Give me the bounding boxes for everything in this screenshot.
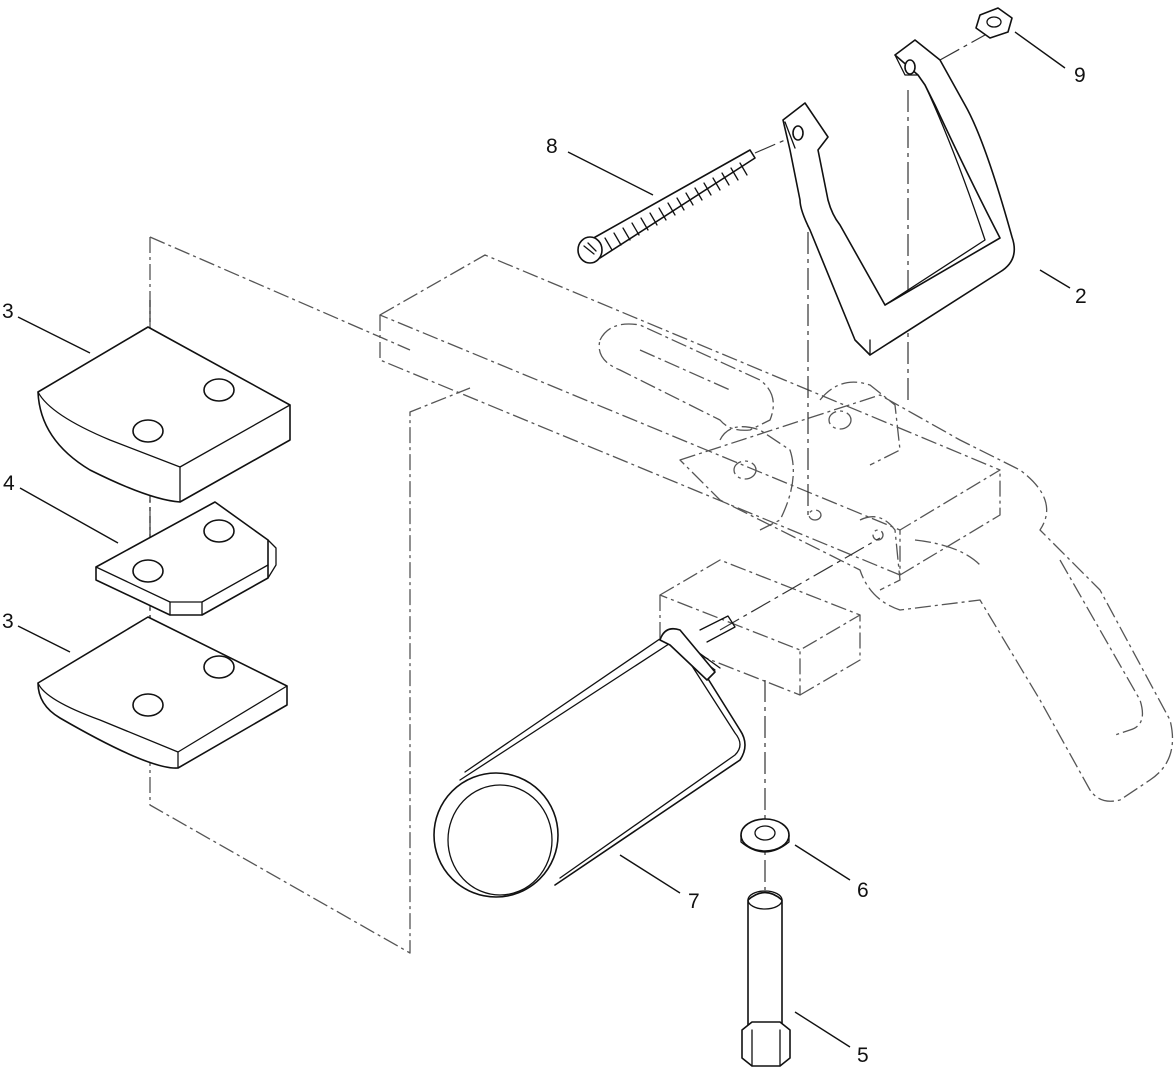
callout-7: 7 — [688, 890, 700, 913]
callout-8: 8 — [546, 135, 558, 158]
hex-bolt — [741, 890, 791, 1067]
lock-washer — [740, 818, 790, 853]
spacer-plate — [95, 501, 277, 616]
callout-9: 9 — [1074, 64, 1086, 87]
leader-8 — [567, 151, 654, 196]
leader-3b — [17, 625, 71, 653]
leader-9 — [1014, 31, 1066, 69]
long-bolt — [577, 149, 756, 264]
callout-2: 2 — [1075, 285, 1087, 308]
hex-nut — [975, 7, 1013, 39]
leader-7 — [619, 854, 681, 894]
callout-6: 6 — [857, 879, 869, 902]
callout-3b: 3 — [2, 610, 14, 633]
callout-3a: 3 — [2, 300, 14, 323]
phantom-tongue-assembly — [149, 236, 1174, 954]
leader-6 — [794, 844, 851, 881]
bolt-thread — [604, 162, 748, 251]
pad-upper — [37, 326, 291, 503]
hitch-pin-clip — [433, 615, 746, 898]
leader-lines — [17, 31, 1071, 1048]
handle-bracket — [782, 39, 1016, 356]
leader-4 — [19, 487, 119, 544]
callout-5: 5 — [857, 1044, 869, 1067]
pad-lower — [37, 616, 288, 769]
callout-4: 4 — [3, 472, 15, 495]
callout-labels: 2 3 3 4 5 6 7 8 9 — [2, 64, 1087, 1067]
leader-3a — [17, 316, 91, 354]
assembly-center-lines — [149, 34, 986, 890]
leader-2 — [1039, 269, 1071, 289]
leader-5 — [794, 1011, 851, 1048]
